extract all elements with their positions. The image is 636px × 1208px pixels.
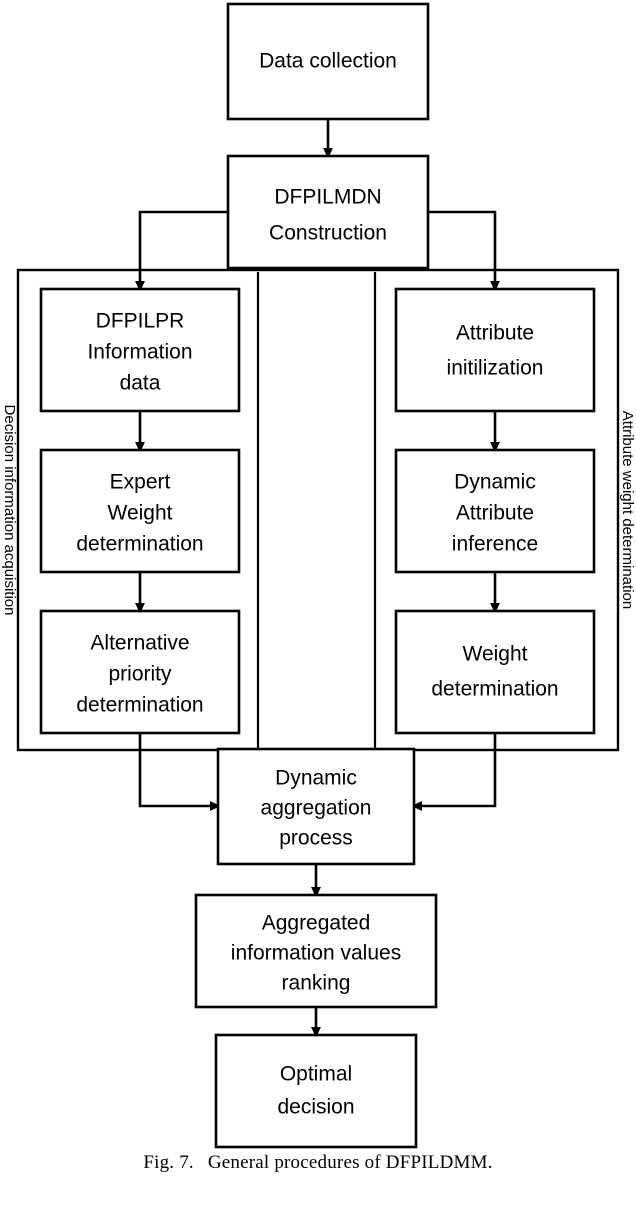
node-box[interactable] (226, 154, 430, 270)
node-label-line: ranking (282, 972, 351, 995)
node-weight-determination[interactable]: Weight determination (394, 609, 596, 735)
node-dynamic-aggregation-process[interactable]: Dynamic aggregation process (216, 747, 416, 866)
figure-caption: Fig. 7. General procedures of DFPILDMM. (0, 1152, 636, 1174)
node-label-line: DFPILMDN (274, 186, 381, 209)
node-label-line: data (120, 372, 161, 395)
node-expert-weight-determination[interactable]: Expert Weight determination (39, 448, 241, 574)
node-label-line: Information (87, 341, 192, 364)
connectors (135, 119, 500, 1038)
node-label-line: process (279, 827, 353, 850)
node-box[interactable] (394, 609, 596, 735)
node-label-line: Aggregated (262, 912, 371, 935)
node-label-line: Construction (269, 222, 387, 245)
node-box[interactable] (226, 2, 430, 121)
connector-left-column-to-aggregation (138, 733, 221, 811)
figure-caption-label: Fig. 7. (143, 1152, 194, 1173)
node-label-line: Alternative (90, 632, 189, 655)
node-label-line: Expert (110, 471, 171, 494)
node-dynamic-attribute-inference[interactable]: Dynamic Attribute inference (394, 448, 596, 574)
node-label-line: Dynamic (275, 767, 357, 790)
node-dfpilpr-information-data[interactable]: DFPILPR Information data (39, 287, 241, 413)
node-box[interactable] (39, 448, 241, 574)
node-alternative-priority-determination[interactable]: Alternative priority determination (39, 609, 241, 735)
node-label-line: Data collection (259, 50, 397, 73)
node-attribute-initilization[interactable]: Attribute initilization (394, 287, 596, 413)
node-label-line: Weight (108, 502, 173, 525)
node-dfpilmdn-construction[interactable]: DFPILMDN Construction (226, 154, 430, 270)
node-box[interactable] (394, 448, 596, 574)
left-side-label: Decision information acquisition (1, 405, 18, 616)
connector-right-column-to-aggregation (411, 733, 497, 811)
connector-construction-to-right-column (428, 210, 500, 292)
node-label-line: Attribute (456, 502, 534, 525)
node-box[interactable] (39, 609, 241, 735)
node-box[interactable] (214, 1033, 418, 1149)
right-side-label: Attribute weight determination (619, 411, 636, 609)
node-label-line: information values (231, 942, 401, 965)
connector-construction-to-left-column (135, 210, 228, 292)
node-box[interactable] (194, 893, 438, 1009)
node-label-line: Attribute (456, 322, 534, 345)
node-label-line: Optimal (280, 1063, 352, 1086)
node-label-line: determination (76, 694, 203, 717)
node-optimal-decision[interactable]: Optimal decision (214, 1033, 418, 1149)
node-label-line: determination (431, 678, 558, 701)
node-label-line: priority (108, 663, 172, 686)
node-box[interactable] (394, 287, 596, 413)
node-label-line: Weight (463, 643, 528, 666)
node-box[interactable] (216, 747, 416, 866)
node-aggregated-information-values-ranking[interactable]: Aggregated information values ranking (194, 893, 438, 1009)
node-data-collection[interactable]: Data collection (226, 2, 430, 121)
node-label-line: initilization (447, 357, 544, 380)
node-label-line: aggregation (261, 797, 372, 820)
node-label-line: DFPILPR (96, 310, 185, 333)
node-label-line: determination (76, 533, 203, 556)
node-box[interactable] (39, 287, 241, 413)
node-label-line: Dynamic (454, 471, 536, 494)
figure-caption-text: General procedures of DFPILDMM. (207, 1152, 493, 1173)
node-label-line: inference (452, 533, 538, 556)
node-label-line: decision (277, 1096, 354, 1119)
flowchart-canvas: Data collection DFPILMDN Construction DF… (1, 2, 636, 1149)
